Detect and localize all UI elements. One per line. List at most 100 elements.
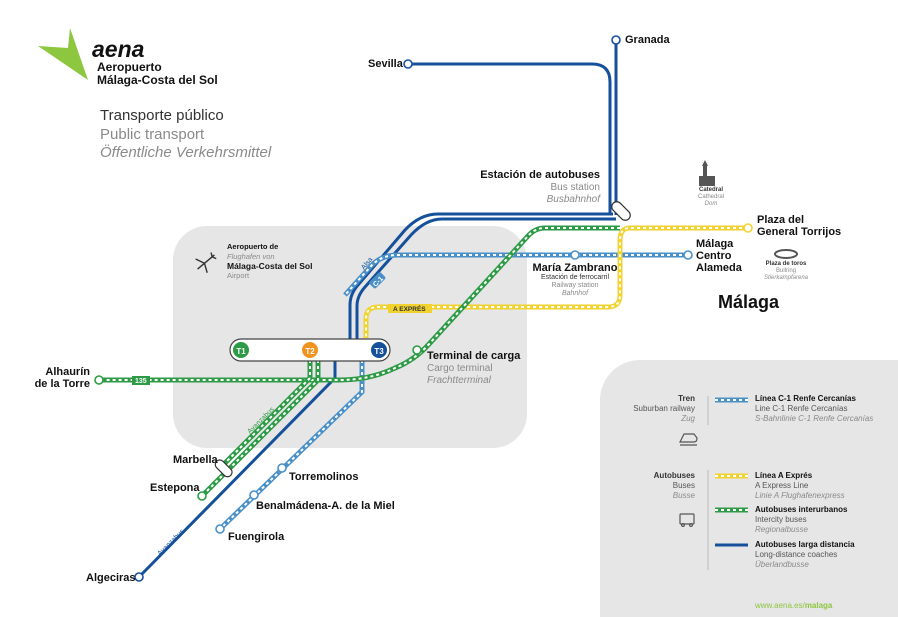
bullring-icon — [774, 249, 798, 259]
heading-de: Öffentliche Verkehrsmittel — [100, 144, 272, 161]
bus-icon — [679, 513, 695, 527]
marbella-marker[interactable] — [213, 458, 234, 479]
torremolinos-stop[interactable] — [277, 463, 287, 473]
t1-marker[interactable] — [233, 342, 249, 358]
legend-train-en: Suburban railway — [633, 404, 695, 413]
terminal-carga-stop[interactable] — [412, 345, 422, 355]
train-icon — [679, 433, 698, 446]
intercity-routes — [99, 225, 620, 498]
plaza-torrijos-stop[interactable] — [743, 223, 753, 233]
t2-label: T2 — [305, 347, 315, 356]
legend-coach-de: Überlandbusse — [755, 560, 809, 569]
c1-train-route — [218, 252, 688, 531]
aena-logo-icon — [38, 28, 88, 80]
avanzabus-blue-label: Avanzabus — [156, 528, 186, 558]
airplane-icon — [195, 252, 217, 273]
city-label: Málaga — [718, 292, 780, 312]
benalmadena-label: Benalmádena-A. de la Miel — [256, 500, 395, 512]
airport-zone-title: Aeropuerto de — [227, 242, 279, 251]
granada-label: Granada — [625, 34, 670, 46]
sevilla-stop[interactable] — [403, 59, 413, 69]
terminal-carga-es: Terminal de carga — [427, 350, 521, 362]
aena-url: www.aena.es/ — [755, 601, 805, 610]
bullring-en: Bullring — [775, 268, 796, 274]
cathedral-icon — [699, 160, 715, 186]
cathedral-en: Cathedral — [697, 194, 724, 200]
malaga-centro-line2: Centro — [696, 250, 732, 262]
legend-bus-en: Buses — [672, 481, 695, 490]
t1-label: T1 — [236, 347, 246, 356]
maria-zambrano-label: María Zambrano — [532, 262, 618, 274]
bullring-de: Stierkampfarena — [763, 275, 809, 281]
t3-marker[interactable] — [371, 342, 387, 358]
m135-badge — [132, 376, 150, 385]
logo-text: aena — [92, 36, 145, 62]
estepona-label: Estepona — [150, 482, 200, 494]
a-expres-label: A EXPRÉS — [393, 304, 426, 313]
legend-aexpres-de: Linie A Flughafenexpress — [755, 491, 845, 500]
legend-coach-es: Autobuses larga distancia — [755, 540, 855, 549]
alhaurin-line2: de la Torre — [34, 378, 90, 390]
aena-url-link[interactable]: www.aena.es/malaga — [755, 601, 832, 610]
sevilla-label: Sevilla — [368, 58, 403, 70]
marbella-label: Marbella — [173, 454, 218, 466]
benalmadena-stop[interactable] — [249, 490, 259, 500]
plaza-torrijos-line2: General Torrijos — [757, 226, 842, 238]
legend-aexpres-en: A Express Line — [755, 481, 809, 490]
terminal-carga-en: Cargo terminal — [427, 363, 493, 374]
airport-zone-sub-en: Airport — [227, 271, 250, 280]
cathedral-es: Catedral — [698, 187, 723, 193]
malaga-centro-line1: Málaga — [696, 238, 734, 250]
legend-panel — [600, 360, 898, 617]
m135-label: 135 — [135, 378, 147, 385]
legend-train-es: Tren — [678, 394, 695, 403]
airport-line2: Málaga-Costa del Sol — [97, 73, 218, 87]
legend-bus-es: Autobuses — [653, 471, 695, 480]
airport-zone-name: Málaga-Costa del Sol — [227, 261, 313, 271]
alhaurin-stop[interactable] — [94, 375, 104, 385]
bullring-es: Plaza de toros — [765, 261, 807, 267]
algeciras-label: Algeciras — [86, 572, 136, 584]
bus-station-en: Bus station — [550, 182, 600, 193]
heading-es: Transporte público — [100, 107, 224, 124]
a-expres-badge — [388, 304, 432, 313]
maria-zambrano-es: Estación de ferrocarril — [540, 274, 610, 281]
legend-swatches — [707, 396, 748, 570]
plaza-torrijos-line1: Plaza del — [757, 214, 805, 226]
heading-en: Public transport — [100, 126, 205, 143]
airport-line1: Aeropuerto — [97, 60, 162, 74]
legend-c1-en: Line C-1 Renfe Cercanías — [755, 404, 848, 413]
aena-logo — [38, 28, 98, 85]
malaga-centro-stop[interactable] — [683, 250, 693, 260]
legend-coach-en: Long-distance coaches — [755, 550, 838, 559]
legend-intercity-en: Intercity buses — [755, 515, 807, 524]
bus-station-marker[interactable] — [610, 200, 633, 223]
maria-zambrano-de: Bahnhof — [561, 290, 589, 297]
legend-c1-es: Línea C-1 Renfe Cercanías — [755, 394, 856, 403]
c1-badge — [369, 272, 386, 289]
algeciras-stop[interactable] — [134, 572, 144, 582]
estepona-stop[interactable] — [197, 491, 207, 501]
a-expres-route — [363, 225, 748, 338]
terminal-carga-de: Frachtterminal — [427, 375, 491, 386]
bus-station-de: Busbahnhof — [546, 194, 600, 205]
legend-intercity-de: Regionalbusse — [755, 525, 808, 534]
t3-label: T3 — [374, 347, 384, 356]
alhaurin-line1: Alhaurín — [45, 366, 90, 378]
malaga-centro-line3: Alameda — [696, 262, 742, 274]
legend-aexpres-es: Línea A Exprés — [755, 471, 813, 480]
fuengirola-label: Fuengirola — [228, 531, 285, 543]
legend-bus-de: Busse — [672, 491, 695, 500]
legend-c1-de: S-Bahnlinie C-1 Renfe Cercanías — [755, 414, 874, 423]
legend-train-de: Zug — [681, 414, 695, 423]
granada-stop[interactable] — [611, 35, 621, 45]
fuengirola-stop[interactable] — [215, 524, 225, 534]
airport-zone-sub-de: Flughafen von — [227, 252, 275, 261]
t2-marker[interactable] — [302, 342, 318, 358]
bus-station-es: Estación de autobuses — [480, 169, 600, 181]
cathedral-de: Dom — [704, 201, 718, 207]
torremolinos-label: Torremolinos — [289, 471, 359, 483]
aena-url-bold: malaga — [804, 601, 833, 610]
maria-zambrano-stop[interactable] — [570, 250, 580, 260]
